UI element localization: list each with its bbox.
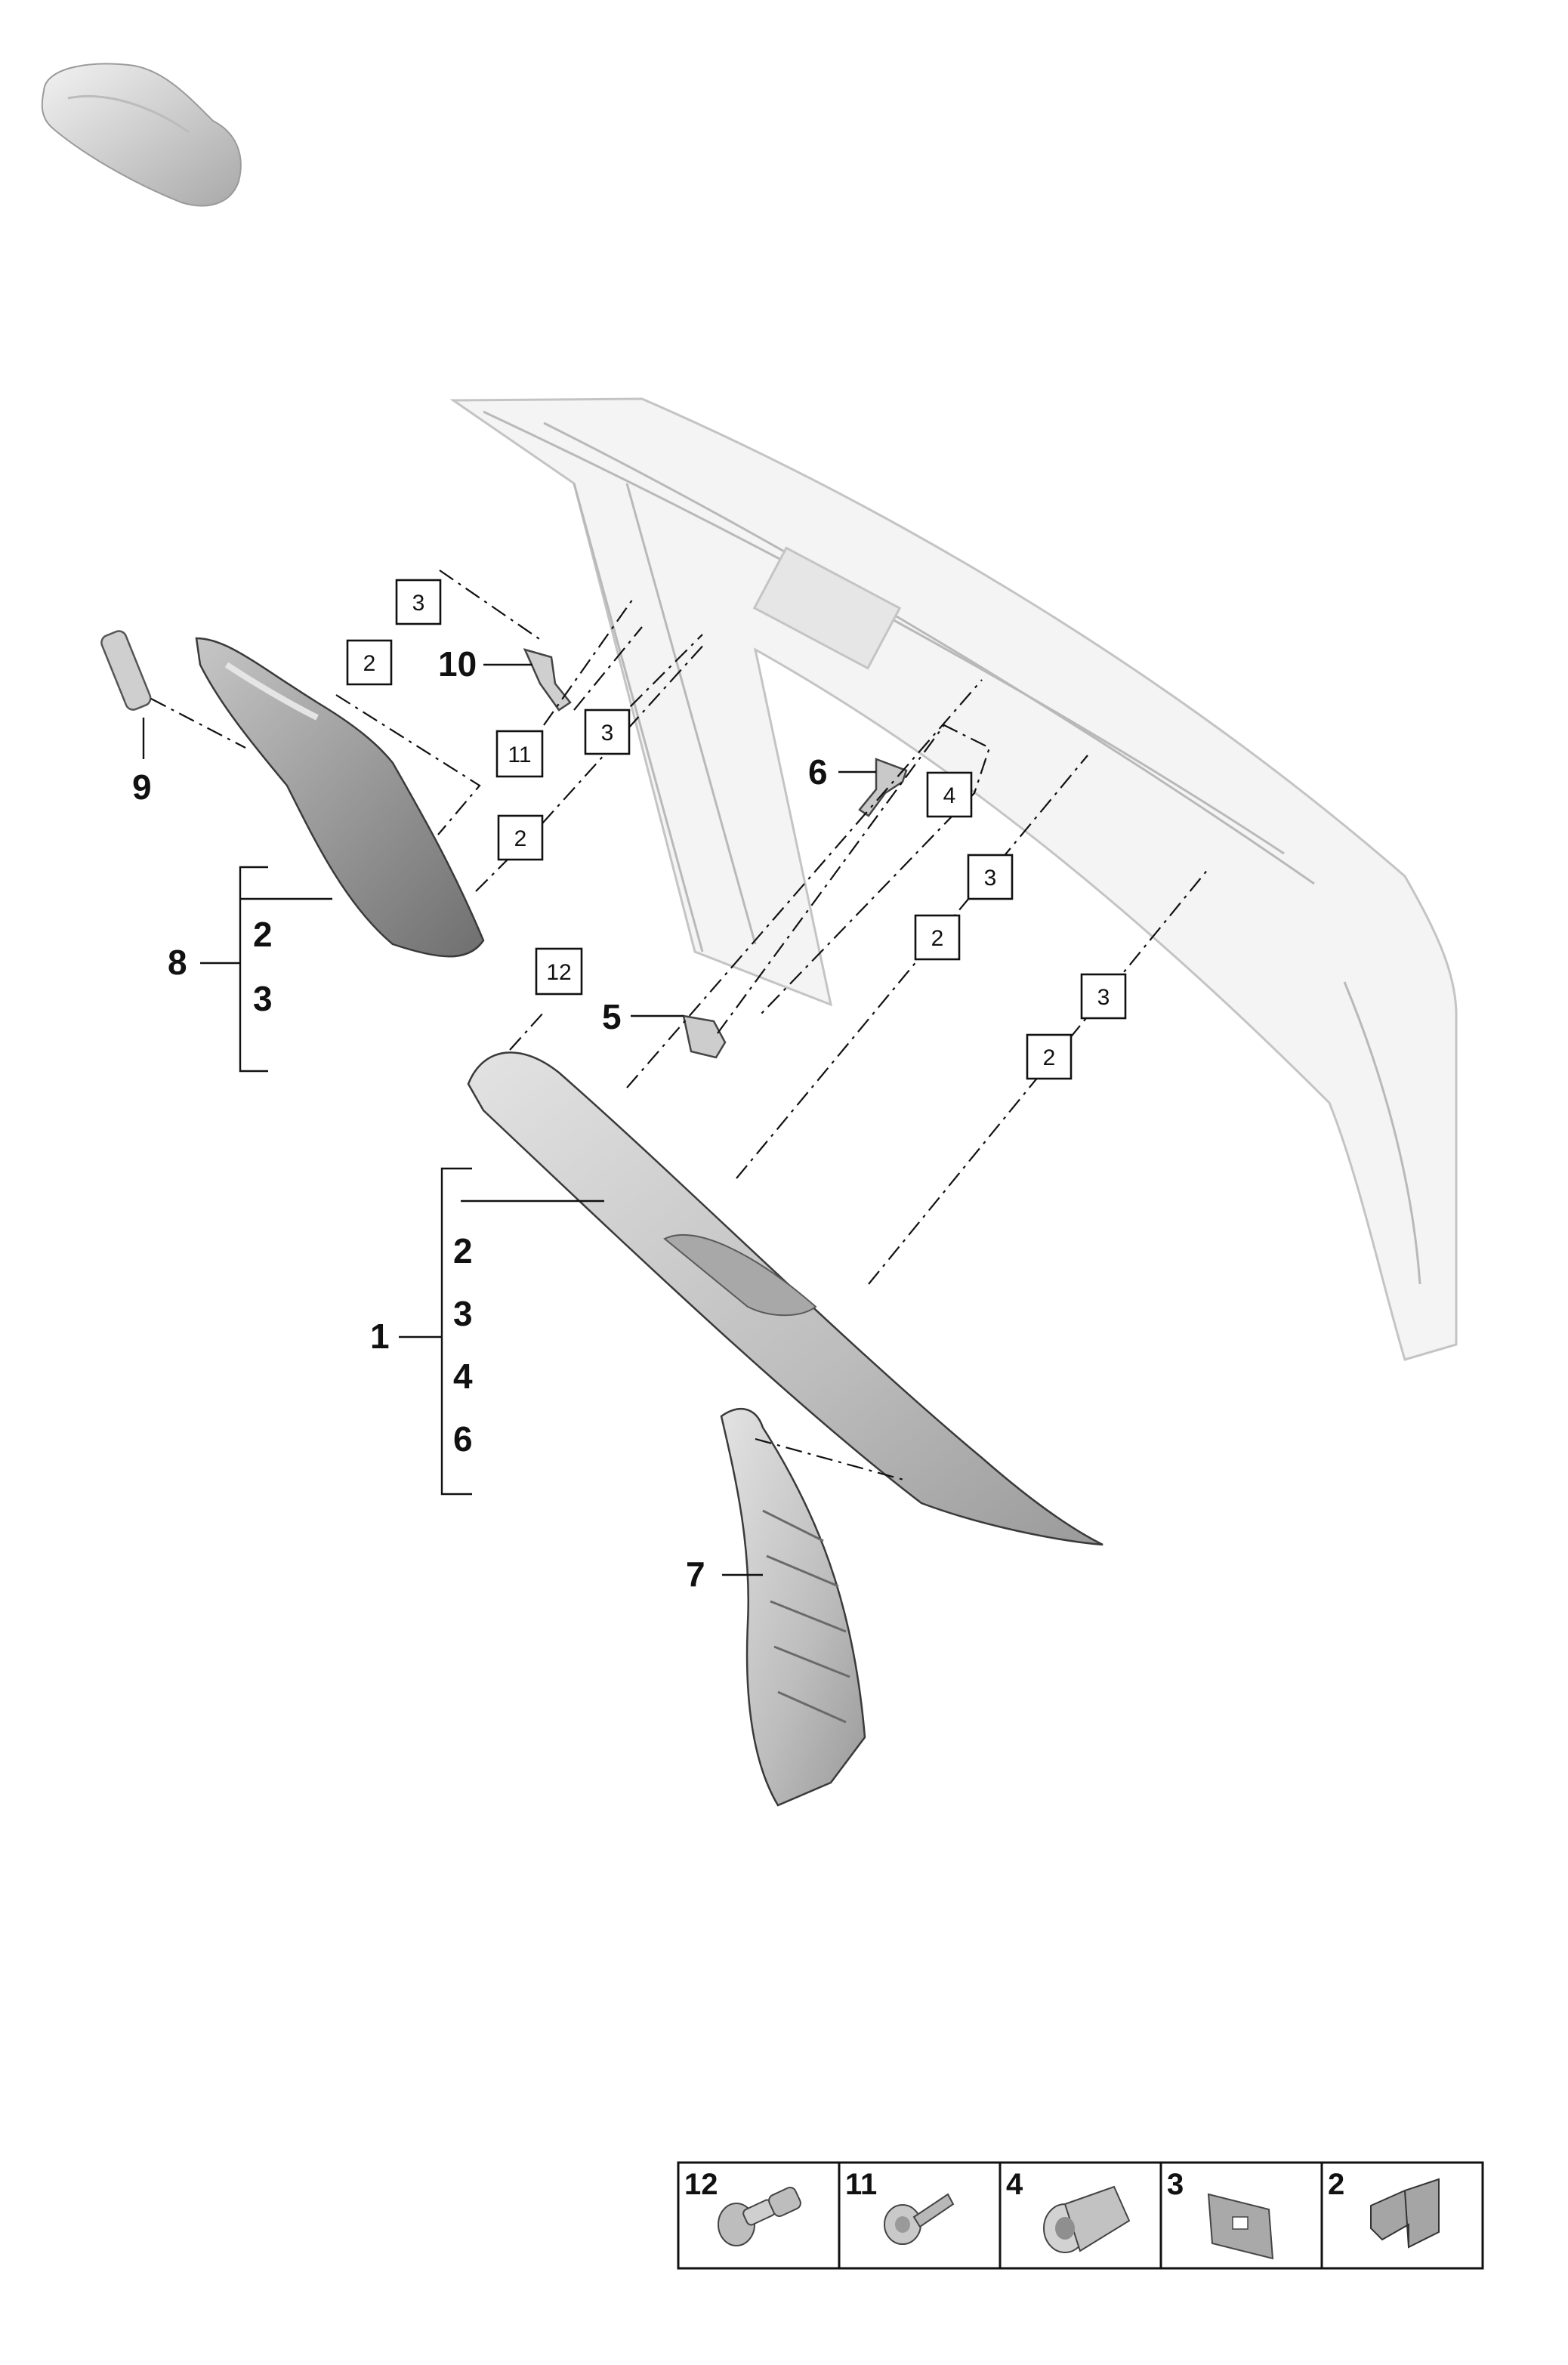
svg-text:11: 11: [508, 743, 531, 767]
callout-6: 6: [808, 752, 828, 792]
hardware-legend: 12 11 4 3: [677, 2161, 1484, 2270]
square-pad-icon: [1207, 2193, 1274, 2260]
box-label-11: 11: [495, 730, 544, 778]
callout-7: 7: [686, 1555, 705, 1594]
box-label-3: 3: [967, 854, 1014, 900]
svg-text:11: 11: [845, 2168, 877, 2201]
callout-1-sub-4: 6: [453, 1419, 473, 1459]
box-label-3: 3: [1080, 973, 1127, 1020]
svg-text:3: 3: [984, 866, 997, 891]
lower-trim-bracket-part: [720, 1407, 866, 1807]
legend-cell-12: 12: [684, 2168, 801, 2246]
callout-8-sub-2: 3: [253, 979, 273, 1018]
svg-text:3: 3: [601, 721, 614, 746]
legend-cell-2: 2: [1328, 2168, 1440, 2249]
callout-1: 1: [370, 1317, 390, 1356]
svg-text:12: 12: [546, 960, 571, 985]
clip-rivet-icon: [718, 2187, 801, 2246]
callout-5: 5: [602, 997, 622, 1036]
small-cover-part: [100, 630, 152, 711]
callout-1-sub-3: 4: [453, 1357, 473, 1396]
callout-1-sub-1: 2: [453, 1231, 473, 1270]
svg-text:2: 2: [363, 651, 376, 676]
callout-8-sub-1: 2: [253, 915, 273, 954]
svg-text:2: 2: [1328, 2168, 1344, 2201]
upper-trim-cover-part: [195, 637, 485, 958]
svg-text:3: 3: [412, 591, 425, 616]
svg-text:2: 2: [1043, 1045, 1056, 1070]
screw-with-washer-icon: [884, 2193, 955, 2245]
expanding-nut-icon: [1043, 2185, 1131, 2253]
bracket-clip-part: [523, 648, 572, 712]
svg-text:3: 3: [1097, 985, 1110, 1010]
legend-cell-3: 3: [1167, 2168, 1274, 2260]
box-label-2: 2: [346, 639, 393, 686]
callout-8: 8: [168, 943, 187, 982]
box-label-4: 4: [926, 771, 973, 818]
box-label-2: 2: [1026, 1033, 1073, 1080]
legend-cell-11: 11: [845, 2168, 955, 2245]
spring-clip-icon: [1370, 2178, 1440, 2249]
svg-text:4: 4: [943, 783, 956, 808]
leader-lines: [142, 663, 876, 1576]
svg-text:4: 4: [1006, 2168, 1023, 2201]
callout-1-sub-2: 3: [453, 1294, 473, 1333]
box-label-3: 3: [395, 579, 442, 625]
box-label-3: 3: [584, 709, 631, 755]
svg-text:12: 12: [684, 2168, 718, 2201]
svg-text:2: 2: [514, 826, 527, 851]
box-label-2: 2: [497, 814, 544, 861]
vehicle-body-frame: [449, 397, 1458, 1361]
retainer-part: [682, 1014, 727, 1059]
callout-10: 10: [438, 644, 477, 684]
box-label-2: 2: [914, 914, 961, 961]
a-pillar-trim-part: [467, 1051, 1103, 1546]
svg-text:2: 2: [931, 926, 944, 951]
callout-9: 9: [132, 767, 152, 807]
vehicle-thumbnail-icon: [41, 63, 242, 207]
bolt-part: [858, 758, 908, 817]
box-label-12: 12: [535, 947, 583, 996]
legend-cell-4: 4: [1006, 2168, 1131, 2253]
boxed-labels: 3 2 11 3 2 4 3 2 12 3 2: [346, 579, 1127, 1080]
callout-labels: 10 9 6 8 2 3 5 1 2 3 4 6 7: [132, 644, 828, 1594]
svg-text:3: 3: [1167, 2168, 1184, 2201]
